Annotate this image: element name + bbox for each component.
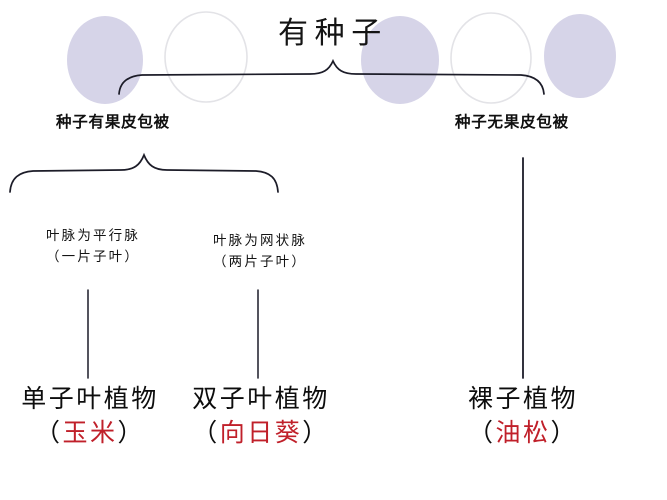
result-monocot-species: （玉米）	[0, 417, 180, 451]
result-dicot-open-paren: （	[192, 418, 220, 447]
result-monocot-close-paren: ）	[117, 418, 146, 447]
result-gymnosperm: 裸子植物 （油松）	[430, 383, 616, 451]
result-dicot-close-paren: ）	[302, 418, 330, 447]
trait-netted-venation-line2: （两片子叶）	[213, 253, 307, 269]
branch-label-with-pericarp: 种子有果皮包被	[56, 114, 170, 131]
brace-top	[118, 58, 545, 95]
result-monocot-species-name: 玉米	[62, 418, 118, 447]
decorative-circle-outlined-2	[450, 12, 532, 104]
result-gymnosperm-group: 裸子植物	[467, 385, 578, 413]
result-gymnosperm-species: （油松）	[430, 417, 616, 451]
result-monocot-group: 单子叶植物	[21, 385, 159, 413]
trait-netted-venation-line1: 叶脉为网状脉	[213, 233, 307, 248]
result-monocot: 单子叶植物 （玉米）	[0, 383, 180, 451]
trait-netted-venation: 叶脉为网状脉 （两片子叶）	[185, 231, 335, 273]
result-monocot-open-paren: （	[34, 418, 63, 447]
result-dicot: 双子叶植物 （向日葵）	[168, 383, 354, 451]
result-dicot-species: （向日葵）	[168, 417, 354, 451]
brace-lower-left	[9, 152, 279, 193]
result-gymnosperm-species-name: 油松	[495, 418, 551, 447]
decorative-circle-filled-2	[361, 16, 439, 104]
result-dicot-group: 双子叶植物	[192, 385, 330, 413]
branch-label-without-pericarp: 种子无果皮包被	[455, 114, 569, 131]
decorative-circle-outlined-1	[164, 11, 248, 103]
result-dicot-species-name: 向日葵	[219, 418, 303, 447]
result-gymnosperm-open-paren: （	[467, 418, 496, 447]
result-gymnosperm-close-paren: ）	[550, 418, 579, 447]
diagram-title: 有种子	[278, 17, 388, 50]
trait-parallel-venation-line2: （一片子叶）	[46, 248, 140, 264]
decorative-circle-filled-3	[544, 14, 616, 98]
trait-parallel-venation-line1: 叶脉为平行脉	[46, 228, 140, 243]
trait-parallel-venation: 叶脉为平行脉 （一片子叶）	[8, 226, 178, 268]
